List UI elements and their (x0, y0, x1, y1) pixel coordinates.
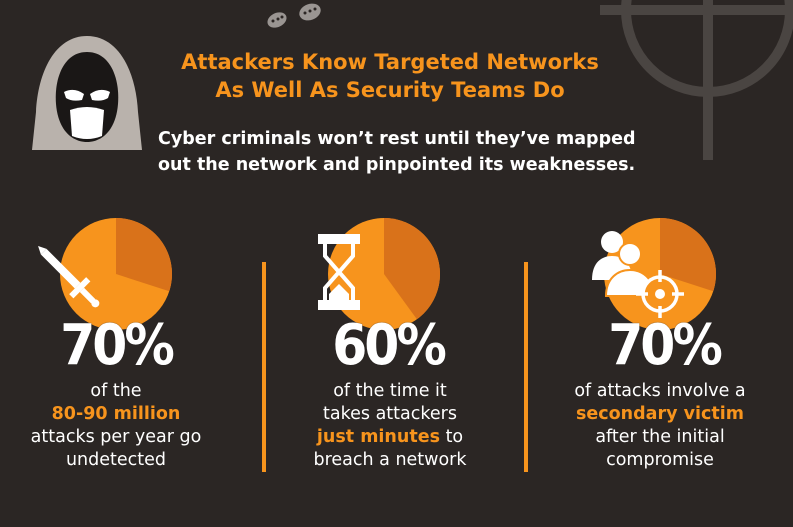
pie-slice (384, 218, 440, 320)
stat-2-highlight: just minutes (316, 427, 440, 447)
stat-3-pie (592, 218, 716, 330)
stat-3-line-4: compromise (606, 450, 714, 470)
stat-card-1: 70% of the 80-90 million attacks per yea… (4, 210, 244, 490)
stat-3-line-3: after the initial (595, 427, 725, 447)
title-line-1: Attackers Know Targeted Networks (181, 50, 599, 74)
stat-3-line-1: of attacks involve a (574, 381, 746, 401)
stat-3-description: of attacks involve a secondary victim af… (540, 380, 780, 472)
stat-2-line-3-tail: to (440, 427, 464, 447)
stat-3-percent: 70% (608, 313, 723, 378)
stat-2-pie (318, 218, 440, 330)
subtitle-line-1: Cyber criminals won’t rest until they’ve… (158, 129, 636, 149)
stat-2-line-3: just minutes to (270, 426, 510, 449)
hacker-icon (32, 36, 142, 150)
stat-1-percent: 70% (60, 313, 175, 378)
title-line-2: As Well As Security Teams Do (215, 78, 565, 102)
pie-slice (660, 218, 716, 292)
stat-1-description: of the 80-90 million attacks per year go… (0, 380, 236, 472)
hourglass-icon (318, 234, 360, 310)
stat-card-3: 70% of attacks involve a secondary victi… (540, 210, 780, 490)
divider-1 (262, 262, 266, 472)
stat-2-percent: 60% (332, 313, 447, 378)
subtitle-line-2: out the network and pinpointed its weakn… (158, 155, 636, 175)
stat-1-pie (38, 218, 173, 330)
stat-2-line-4: breach a network (313, 450, 467, 470)
stat-2-line-1: of the time it (333, 381, 447, 401)
users-target-icon (592, 231, 684, 318)
subtitle: Cyber criminals won’t rest until they’ve… (158, 126, 718, 178)
page-title: Attackers Know Targeted Networks As Well… (150, 48, 630, 104)
divider-2 (524, 262, 528, 472)
crosshair-decoration-icon (600, 0, 793, 160)
pie-slice (116, 218, 173, 292)
stat-2-description: of the time it takes attackers just minu… (270, 380, 510, 472)
stat-card-2: 60% of the time it takes attackers just … (272, 210, 512, 490)
stat-3-highlight: secondary victim (576, 404, 744, 424)
stat-1-line-4: undetected (65, 450, 167, 470)
stat-2-line-2: takes attackers (323, 404, 457, 424)
stat-1-highlight: 80-90 million (51, 404, 181, 424)
stat-1-line-3: attacks per year go (30, 427, 202, 447)
footprints-icon (267, 3, 321, 28)
stat-1-line-1: of the (90, 381, 142, 401)
